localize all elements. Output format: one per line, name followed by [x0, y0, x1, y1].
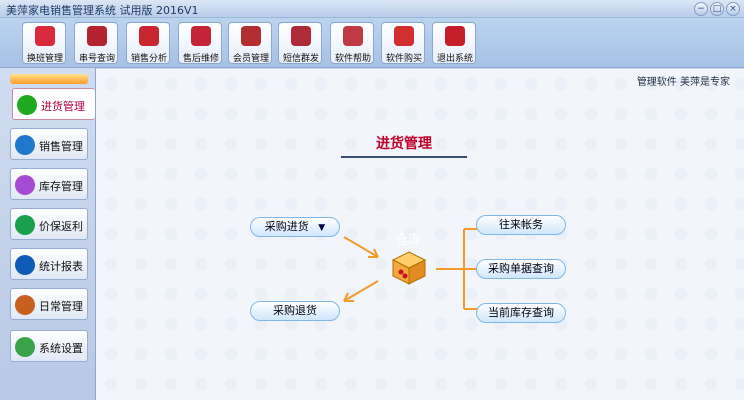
window-controls: − □ ×: [694, 2, 740, 16]
nav-item-label: 进货管理: [41, 100, 85, 113]
nav-item-label: 系统设置: [39, 342, 83, 355]
nav-item-price-protection[interactable]: 价保返利: [10, 208, 88, 240]
toolbar-button-label: 串号查询: [78, 54, 115, 64]
toolbar-button-label: 软件购买: [385, 54, 422, 64]
plus-icon: [17, 95, 37, 115]
toolbar-button-help[interactable]: 软件帮助: [330, 22, 374, 64]
toolbar-button-after-sales[interactable]: 售后维修: [178, 22, 222, 64]
background-pattern: [96, 69, 744, 400]
chevron-down-icon: ▼: [318, 223, 326, 233]
accounts-pill[interactable]: 往来帐务: [476, 215, 566, 235]
nav-item-sales[interactable]: 销售管理: [10, 128, 88, 160]
warehouse-box-icon: [385, 250, 431, 286]
handshake-icon: [15, 295, 35, 315]
window-title: 美萍家电销售管理系统 试用版 2016V1: [6, 4, 199, 17]
nav-item-label: 统计报表: [39, 260, 83, 273]
purchase-docs-query-pill[interactable]: 采购单据查询: [476, 259, 566, 279]
members-icon: [241, 26, 261, 46]
toolbar-button-buy[interactable]: 软件购买: [381, 22, 425, 64]
current-stock-query-label: 当前库存查询: [488, 306, 554, 319]
toolbar-button-label: 短信群发: [282, 54, 319, 64]
globe-icon: [15, 135, 35, 155]
section-title: 进货管理: [376, 136, 432, 152]
toolbar: 换班管理 串号查询 销售分析 售后维修 会员管理 短信群发 软件帮助 软件购买 …: [0, 18, 744, 68]
toolbar-button-label: 退出系统: [436, 54, 473, 64]
arrow-lines-left: [343, 236, 379, 302]
dollar-icon: [15, 215, 35, 235]
purchase-docs-query-label: 采购单据查询: [488, 262, 554, 275]
shift-icon: [35, 26, 55, 46]
toolbar-button-label: 销售分析: [130, 54, 167, 64]
minimize-button[interactable]: −: [694, 2, 708, 16]
accounts-label: 往来帐务: [499, 218, 543, 231]
report-icon: [15, 255, 35, 275]
current-stock-query-pill[interactable]: 当前库存查询: [476, 303, 566, 323]
nav-item-reports[interactable]: 统计报表: [10, 248, 88, 280]
return-label: 采购退货: [273, 304, 317, 317]
nav-item-purchase[interactable]: 进货管理: [12, 88, 95, 120]
warehouse-label: 仓库: [395, 233, 422, 248]
toolbar-button-label: 售后维修: [182, 54, 219, 64]
help-icon: [343, 26, 363, 46]
warehouse-icon: [15, 175, 35, 195]
toolbar-button-exit[interactable]: 退出系统: [432, 22, 476, 64]
exit-icon: [445, 26, 465, 46]
envelope-icon: [291, 26, 311, 46]
gear-icon: [15, 337, 35, 357]
toolbar-button-label: 会员管理: [232, 54, 269, 64]
toolbar-button-sms[interactable]: 短信群发: [278, 22, 322, 64]
nav-item-label: 库存管理: [39, 180, 83, 193]
toolbar-button-label: 换班管理: [26, 54, 63, 64]
close-button[interactable]: ×: [726, 2, 740, 16]
left-nav: 进货管理 销售管理 库存管理 价保返利 统计报表 日常管理 系统设置: [0, 68, 96, 400]
title-bar: 美萍家电销售管理系统 试用版 2016V1 − □ ×: [0, 0, 744, 18]
search-list-icon: [87, 26, 107, 46]
toolbar-button-shift[interactable]: 换班管理: [22, 22, 66, 64]
nav-item-label: 销售管理: [39, 140, 83, 153]
toolbar-button-sales-analysis[interactable]: 销售分析: [126, 22, 170, 64]
main-panel: 管理软件 美萍是专家 进货管理 采购进货 ▼ 采购退货 仓库 往来帐务 采: [96, 68, 744, 400]
nav-item-label: 价保返利: [39, 220, 83, 233]
bar-chart-icon: [139, 26, 159, 46]
maximize-button[interactable]: □: [710, 2, 724, 16]
section-divider: [341, 156, 467, 158]
nav-top-accent: [10, 74, 88, 84]
purchase-label: 采购进货: [264, 220, 309, 233]
wrench-icon: [191, 26, 211, 46]
nav-item-settings[interactable]: 系统设置: [10, 330, 88, 362]
purchase-pill[interactable]: 采购进货 ▼: [250, 217, 340, 237]
nav-item-inventory[interactable]: 库存管理: [10, 168, 88, 200]
status-text: 管理软件 美萍是专家: [636, 77, 730, 88]
nav-item-daily[interactable]: 日常管理: [10, 288, 88, 320]
toolbar-button-serial-query[interactable]: 串号查询: [74, 22, 118, 64]
toolbar-button-label: 软件帮助: [334, 54, 371, 64]
nav-item-label: 日常管理: [39, 300, 83, 313]
return-pill[interactable]: 采购退货: [250, 301, 340, 321]
yen-icon: [394, 26, 414, 46]
toolbar-button-members[interactable]: 会员管理: [228, 22, 272, 64]
